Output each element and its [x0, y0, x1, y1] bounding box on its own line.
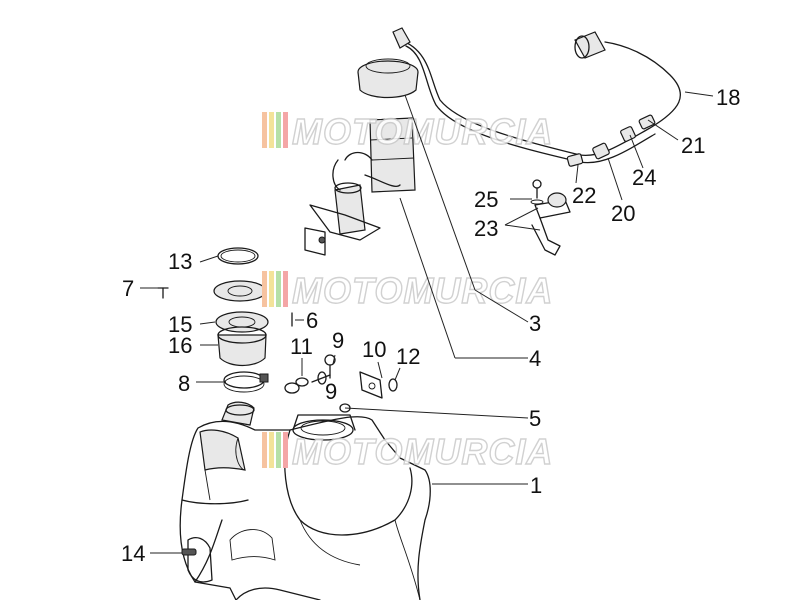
callout-24: 24 [632, 165, 656, 190]
watermark-group: MOTOMURCIA MOTOMURCIA MOTOMURCIA [262, 110, 553, 473]
callout-12: 12 [396, 344, 420, 369]
callout-22: 22 [572, 183, 596, 208]
callout-23: 23 [474, 216, 498, 241]
callout-4: 4 [529, 346, 541, 371]
callout-9a: 9 [332, 328, 344, 353]
callout-25: 25 [474, 187, 498, 212]
callout-labels: 1 3 4 5 6 7 8 9 9 10 11 12 13 14 15 16 1… [121, 85, 740, 566]
callout-21: 21 [681, 133, 705, 158]
watermark-text: MOTOMURCIA [292, 111, 553, 152]
callout-13: 13 [168, 249, 192, 274]
fuel-gauge-parts [157, 247, 293, 393]
callout-20: 20 [611, 201, 635, 226]
fuel-pump-cap [357, 58, 419, 99]
watermark-logo-middle: MOTOMURCIA [262, 269, 553, 312]
leader-lines [140, 91, 714, 554]
callout-11: 11 [290, 334, 313, 359]
callout-6: 6 [306, 308, 318, 333]
callout-16: 16 [168, 333, 192, 358]
watermark-text: MOTOMURCIA [292, 270, 553, 311]
callout-10: 10 [362, 337, 386, 362]
fasteners [284, 354, 398, 413]
callout-9b: 9 [325, 379, 337, 404]
callout-15: 15 [168, 312, 192, 337]
callout-1: 1 [530, 473, 542, 498]
watermark-logo-top: MOTOMURCIA [262, 110, 553, 153]
callout-7: 7 [122, 276, 134, 301]
callout-3: 3 [529, 311, 541, 336]
callout-14: 14 [121, 541, 145, 566]
hose-bracket [530, 179, 571, 256]
fuel-tank [179, 401, 431, 600]
callout-5: 5 [529, 406, 541, 431]
callout-18: 18 [716, 85, 740, 110]
watermark-logo-bottom: MOTOMURCIA [262, 430, 553, 473]
callout-8: 8 [178, 371, 190, 396]
fuel-hose [392, 27, 681, 167]
fuel-pump-assembly [304, 117, 416, 256]
watermark-text: MOTOMURCIA [292, 431, 553, 472]
